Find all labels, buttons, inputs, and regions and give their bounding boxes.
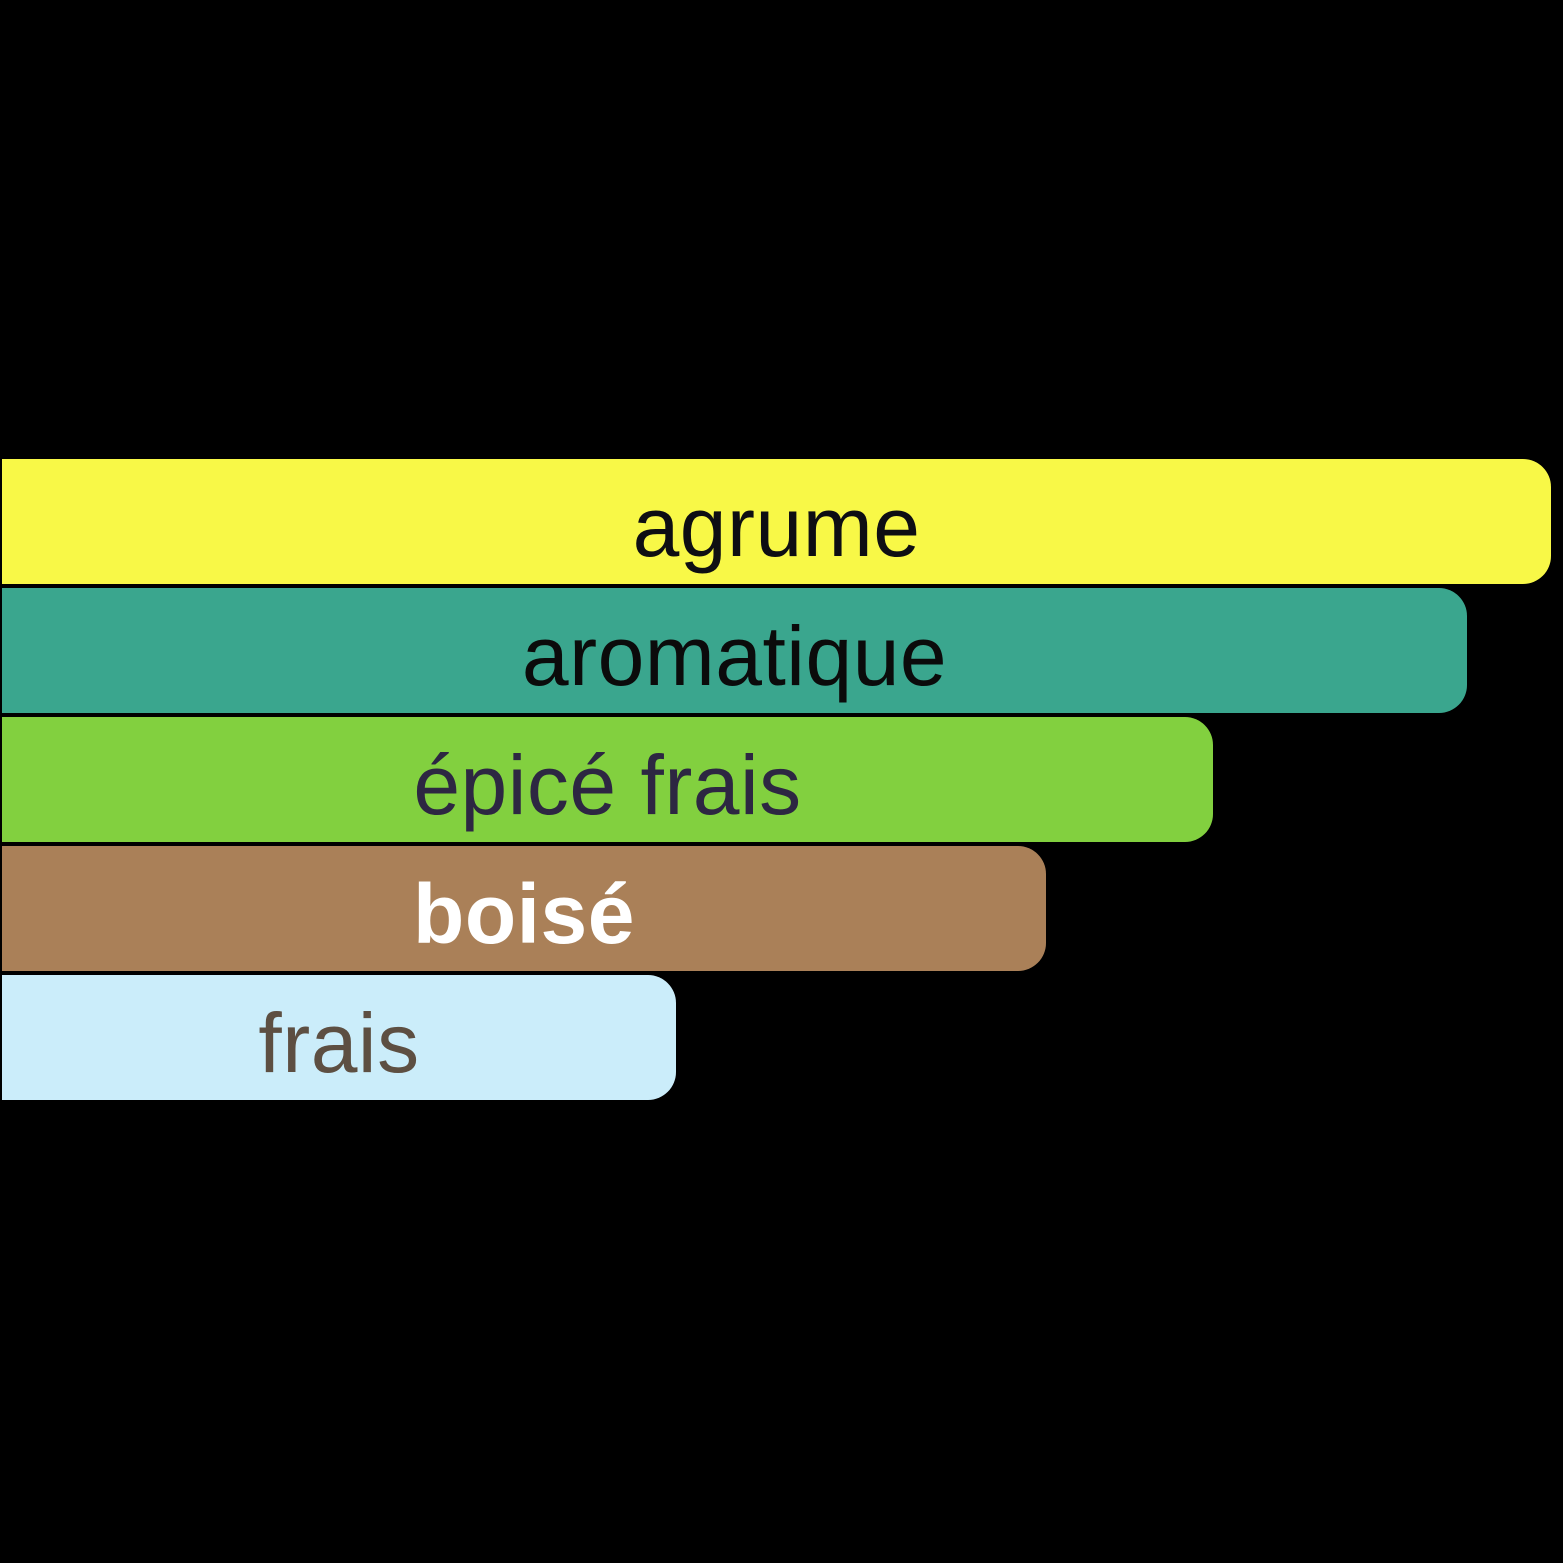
- accord-bar: frais: [2, 975, 676, 1100]
- accord-bar: agrume: [2, 459, 1551, 584]
- accord-label: aromatique: [521, 608, 948, 703]
- accord-bar: aromatique: [2, 588, 1467, 713]
- accords-chart: agrume aromatique épicé frais boisé frai…: [2, 459, 1563, 1104]
- accord-bar: boisé: [2, 846, 1046, 971]
- accord-label: boisé: [413, 866, 635, 961]
- accord-label: frais: [258, 995, 420, 1090]
- accord-label: agrume: [632, 479, 921, 574]
- accord-bar: épicé frais: [2, 717, 1213, 842]
- accord-label: épicé frais: [413, 737, 802, 832]
